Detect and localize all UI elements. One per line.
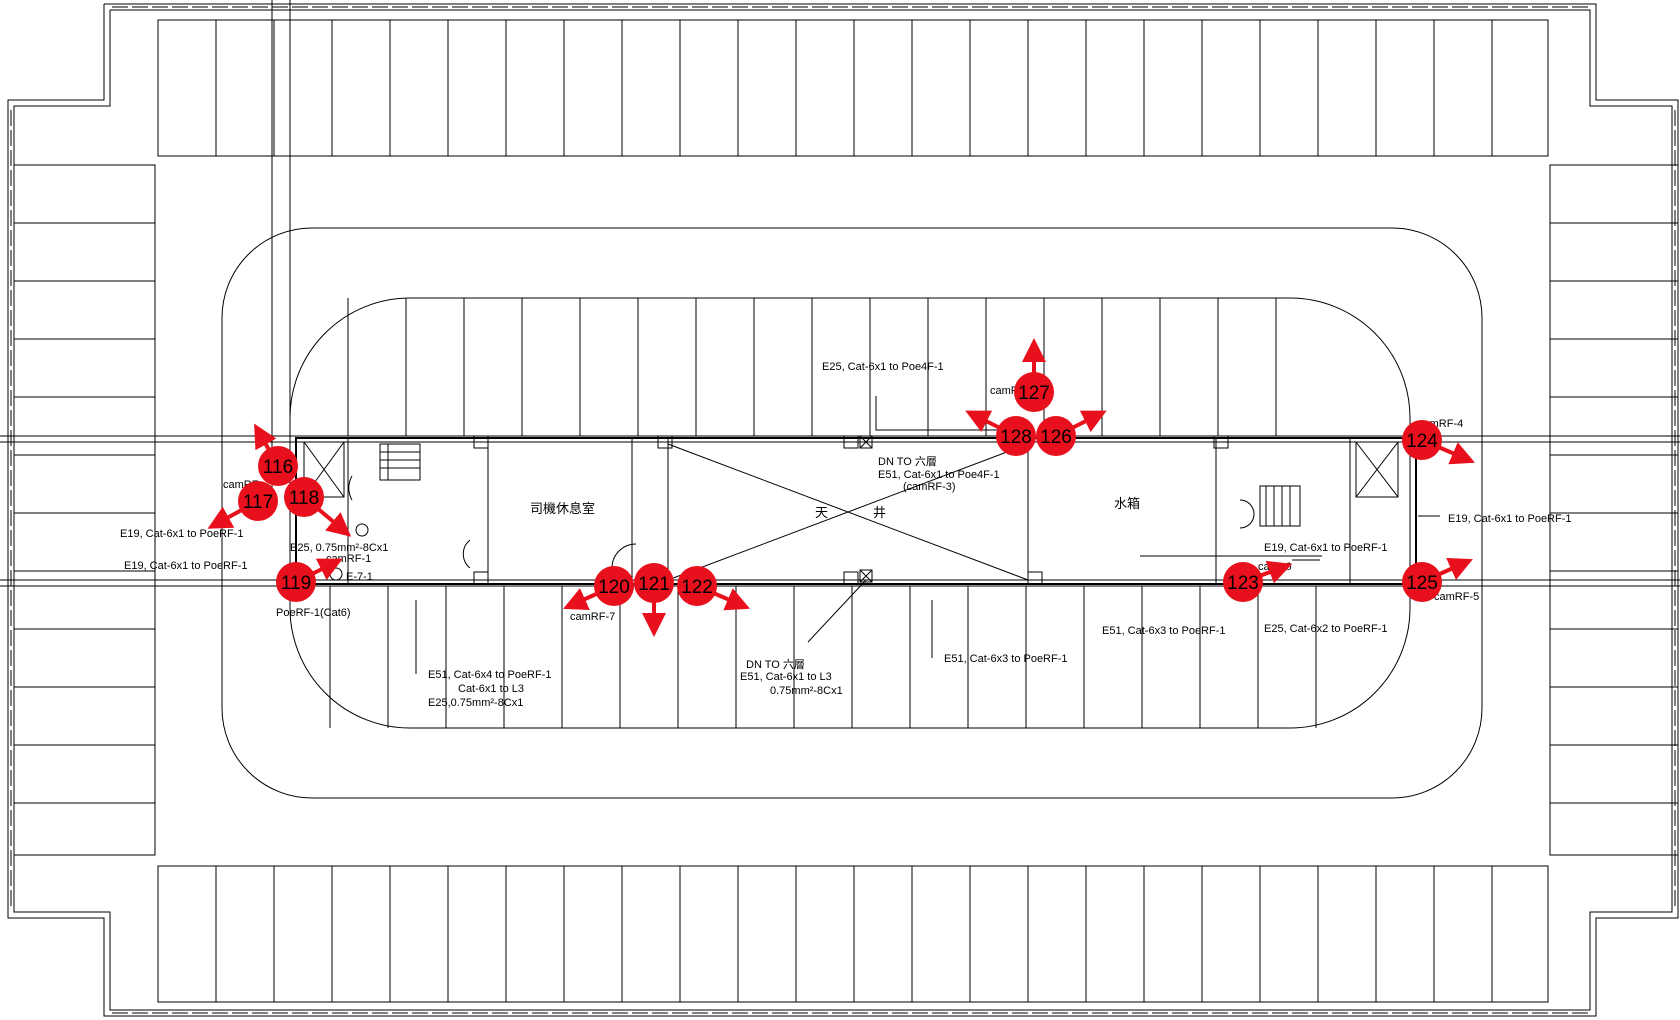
camera-marker-123[interactable]: 123	[1223, 562, 1263, 602]
door-swing	[611, 543, 637, 569]
outer-wall	[7, 3, 1679, 1017]
camera-marker-label: 128	[1000, 427, 1032, 448]
camera-marker-128[interactable]: 128	[996, 416, 1036, 456]
riser-box	[859, 569, 873, 583]
room-driver-lounge: 司機休息室	[530, 501, 595, 516]
camera-marker-badge	[284, 477, 324, 517]
camera-marker-label: 119	[281, 573, 311, 594]
column	[657, 435, 673, 449]
annotation: E-7-1	[346, 571, 373, 583]
annotation: DN TO 六層	[878, 455, 937, 468]
annotation: E19, Cat-6x1 to PoeRF-1	[1264, 542, 1388, 554]
room-courtyard-label: 天	[815, 505, 828, 520]
camera-marker-badge	[677, 566, 717, 606]
camera-marker-badge	[634, 563, 674, 603]
parking-row-bottom	[157, 865, 1549, 1003]
camera-marker-120[interactable]: 120	[594, 566, 634, 606]
camera-marker-124[interactable]: 124	[1402, 420, 1442, 460]
annotation: E51, Cat-6x1 to Poe4F-1	[878, 469, 1000, 481]
camera-marker-badge	[1036, 416, 1076, 456]
stair	[1259, 485, 1301, 527]
camera-marker-117[interactable]: 117	[238, 481, 278, 521]
column	[843, 435, 859, 449]
driveway-inner	[289, 297, 1411, 729]
camera-marker-label: 116	[263, 457, 293, 478]
camera-marker-label: 126	[1040, 427, 1072, 448]
camera-marker-126[interactable]: 126	[1036, 416, 1076, 456]
core-block	[295, 437, 1417, 585]
column	[473, 571, 489, 585]
annotation: camRF-7	[570, 611, 615, 623]
device-symbol	[329, 567, 343, 581]
camera-marker-125[interactable]: 125	[1402, 562, 1442, 602]
camera-marker-badge	[1402, 420, 1442, 460]
camera-marker-label: 121	[638, 574, 670, 595]
door-swing	[348, 475, 353, 501]
camera-marker-122[interactable]: 122	[677, 566, 717, 606]
camera-marker-badge	[238, 481, 278, 521]
column	[473, 435, 489, 449]
camera-marker-label: 124	[1406, 431, 1438, 452]
door-swing	[462, 539, 471, 569]
camera-marker-label: 127	[1018, 383, 1050, 404]
door-swing	[1239, 499, 1255, 529]
outer-wall-inner	[13, 9, 1673, 1011]
annotation: (camRF-3)	[903, 481, 956, 493]
riser-box	[859, 435, 873, 449]
camera-markers: 116 117 118 119 120 121 122 123 124 125 126 127 128	[238, 372, 1442, 606]
room-water-tank: 水箱	[1114, 496, 1140, 511]
plan-annotations: 司機休息室 天 井 水箱 E25, Cat-6x1 to Poe4F-1 cam…	[120, 361, 1572, 709]
camera-marker-label: 117	[243, 492, 273, 513]
parking-row-left	[13, 164, 156, 856]
camera-marker-badge	[1402, 562, 1442, 602]
camera-marker-label: 118	[289, 488, 319, 509]
annotation: E51, Cat-6x1 to L3	[740, 671, 832, 683]
parking-row-right	[1549, 164, 1679, 856]
annotation: 0.75mm²-8Cx1	[770, 685, 843, 697]
camera-marker-label: 125	[1406, 573, 1438, 594]
camera-marker-badge	[1223, 562, 1263, 602]
camera-marker-badge	[996, 416, 1036, 456]
annotation: DN TO 六層	[746, 658, 805, 671]
camera-marker-118[interactable]: 118	[284, 477, 324, 517]
annotation: Cat-6x1 to L3	[458, 683, 524, 695]
lift-shaft	[1355, 441, 1399, 498]
column	[843, 571, 859, 585]
courtyard-diagonal	[667, 443, 1029, 581]
annotation: E25, 0.75mm²-8Cx1	[290, 542, 388, 554]
stair	[379, 443, 421, 481]
annotation: E25,0.75mm²-8Cx1	[428, 697, 523, 709]
conduit-line	[807, 579, 867, 643]
annotation: PoeRF-1(Cat6)	[276, 607, 351, 619]
annotation: E25, Cat-6x1 to Poe4F-1	[822, 361, 944, 373]
camera-marker-label: 120	[598, 577, 630, 598]
camera-marker-127[interactable]: 127	[1014, 372, 1054, 412]
camera-marker-116[interactable]: 116	[258, 446, 298, 486]
parking-row-top	[157, 19, 1549, 157]
camera-marker-119[interactable]: 119	[276, 562, 316, 602]
annotation: E51, Cat-6x3 to PoeRF-1	[1102, 625, 1226, 637]
annotation: camRF-5	[1434, 591, 1479, 603]
annotation: camRF-1	[326, 553, 371, 565]
camera-marker-badge	[276, 562, 316, 602]
camera-marker-badge	[258, 446, 298, 486]
annotation: E19, Cat-6x1 to PoeRF-1	[124, 560, 248, 572]
annotation: E19, Cat-6x1 to PoeRF-1	[120, 528, 244, 540]
camera-marker-label: 122	[681, 577, 713, 598]
annotation: E51, Cat-6x4 to PoeRF-1	[428, 669, 552, 681]
camera-marker-badge	[1014, 372, 1054, 412]
camera-marker-label: 123	[1227, 573, 1259, 594]
column	[1027, 571, 1043, 585]
device-symbol	[355, 523, 369, 537]
annotation: E19, Cat-6x1 to PoeRF-1	[1448, 513, 1572, 525]
room-courtyard-label: 井	[873, 505, 886, 520]
camera-marker-121[interactable]: 121	[634, 563, 674, 603]
column	[1213, 435, 1229, 449]
lift-shaft-cross	[1355, 441, 1399, 498]
annotation: E25, Cat-6x2 to PoeRF-1	[1264, 623, 1388, 635]
camera-marker-badge	[594, 566, 634, 606]
annotation: E51, Cat-6x3 to PoeRF-1	[944, 653, 1068, 665]
